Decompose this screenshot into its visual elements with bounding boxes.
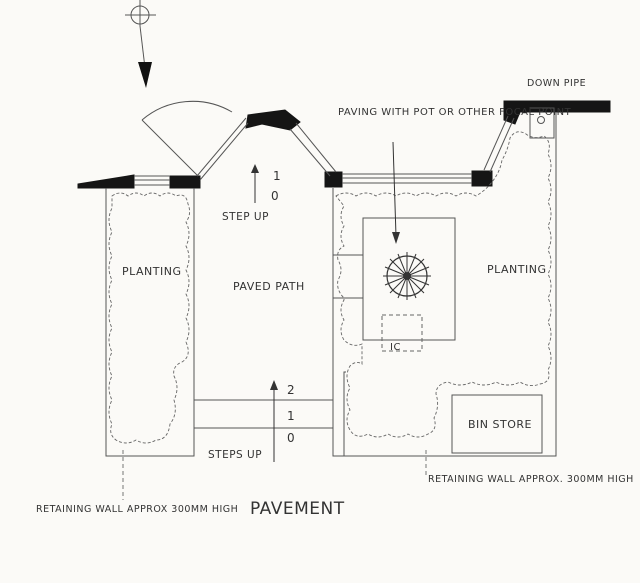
label-pavement: PAVEMENT xyxy=(250,499,345,519)
planting-beds xyxy=(108,131,552,444)
label-paved-path: PAVED PATH xyxy=(233,280,305,293)
down-pipe xyxy=(529,107,555,139)
label-down-pipe: DOWN PIPE xyxy=(527,78,586,89)
inspection-chamber xyxy=(381,314,423,352)
site-boundaries xyxy=(105,112,557,500)
door-swing xyxy=(141,100,233,177)
step-number: 0 xyxy=(287,431,295,445)
label-bin-store: BIN STORE xyxy=(468,418,532,431)
focal-pot-icon xyxy=(383,252,431,300)
label-paving-line1: PAVING WITH POT OR OTHER FOCAL POINT xyxy=(338,107,572,118)
label-planting-right: PLANTING xyxy=(487,263,546,276)
step-arrows xyxy=(251,164,278,462)
label-ic: IC xyxy=(390,342,401,353)
label-planting-left: PLANTING xyxy=(122,265,181,278)
label-steps-up: STEPS UP xyxy=(208,449,262,461)
north-arrow-icon xyxy=(125,0,156,88)
step-number: 1 xyxy=(287,409,295,423)
step-number: 2 xyxy=(287,383,295,397)
leader-arrow-icon xyxy=(392,232,400,244)
step-number: 0 xyxy=(271,189,279,203)
label-step-up: STEP UP xyxy=(222,211,269,223)
label-retaining-wall-right: RETAINING WALL APPROX. 300MM HIGH xyxy=(428,474,634,485)
step-number: 1 xyxy=(273,169,281,183)
label-retaining-wall-left: RETAINING WALL APPROX 300MM HIGH xyxy=(36,504,238,515)
windows xyxy=(134,115,515,186)
